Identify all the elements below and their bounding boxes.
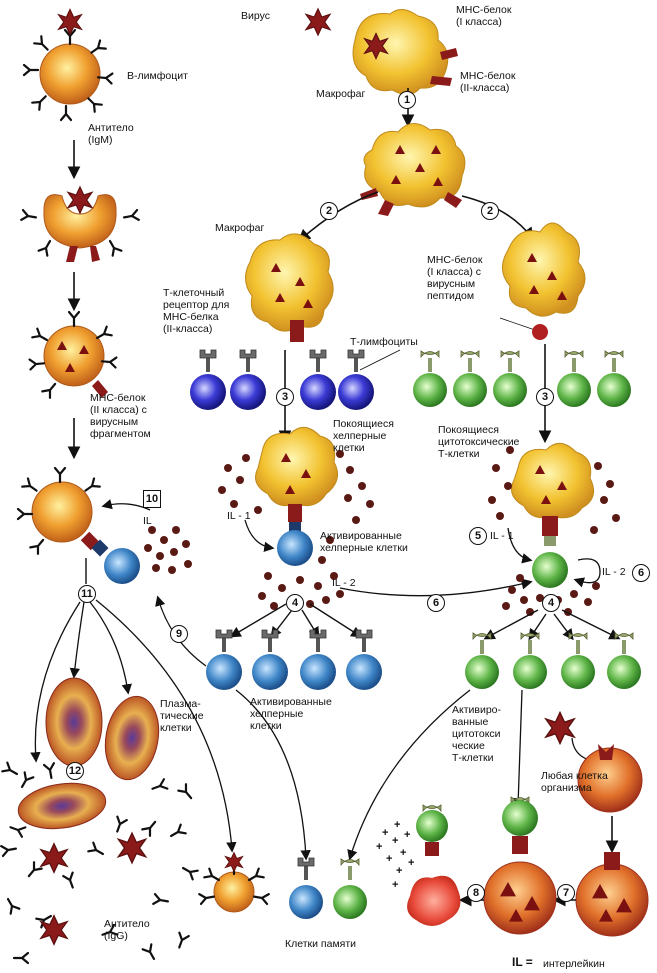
macrophage-top-label: Макрофаг [316,88,366,100]
resting-helper-cells [190,349,374,410]
antibody-igg-label: Антитело (IgG) [104,918,150,942]
mhc2-fragment-label: МНС-белок (II класса) с вирусным фрагмен… [90,392,151,440]
macrophage-left [245,233,334,332]
il2-cyto-label: IL - 2 [602,566,626,578]
interleukin-dots-helper [218,450,374,610]
il1-cyto-label: IL - 1 [490,530,514,542]
cytotoxic-attack [483,796,557,935]
step-3b-marker: 3 [536,388,554,406]
b-cell-presenting-mhc2 [28,310,118,399]
step-3a-marker: 3 [276,388,294,406]
lysed-cell: +++ +++ +++ + [376,804,461,926]
mhc1-peptide-label: МНС-белок (I класса) с вирусным пептидом [427,254,483,302]
mhc2-protein-top [430,76,452,86]
resting-cytotoxic-label: Покоящиеся цитотоксические Т-клетки [438,424,520,460]
step-2b-marker: 2 [481,202,499,220]
mhc1-top-label: МНС-белок (I класса) [456,4,512,28]
presenting-macrophage-helper [255,427,339,507]
svg-text:+: + [376,841,382,853]
step-4b-marker: 4 [542,594,560,612]
any-body-cell [577,744,643,813]
b-lymphocyte [22,28,114,122]
mhc2-top-label: МНС-белок (II-класса) [460,70,516,94]
step-7-marker: 7 [557,884,575,902]
step-10-marker: 10 [143,490,161,508]
virus-any-cell-icon [545,711,575,745]
mhc2-complex-left [290,320,304,342]
step-12-marker: 12 [66,762,84,780]
svg-text:+: + [408,857,414,869]
memory-b-cell [198,852,270,913]
activated-helper-label-2: Активированные хелперные клетки [250,696,332,732]
any-cell-label: Любая клетка организма [541,770,608,794]
antibody-igm-label: Антитело (IgM) [88,122,134,146]
step-2a-marker: 2 [320,202,338,220]
step-6a-marker: 6 [427,594,445,612]
svg-text:+: + [386,853,392,865]
step-4a-marker: 4 [286,594,304,612]
presenting-macrophage-cytotoxic [511,443,595,519]
free-virus-icon [305,8,331,36]
resting-cytotoxic-cells [413,350,631,407]
infected-cell-target [575,852,649,937]
infected-macrophage [363,123,466,208]
interleukin-dots-b [144,526,192,574]
b-cell-binding-virus [20,186,140,262]
b-cell-activation [16,466,140,584]
b-lymphocyte-label: В-лимфоцит [127,70,188,82]
activated-cytotoxic-cell [532,552,568,588]
macrophage-top [352,9,449,95]
virus-igg-1-icon [40,842,68,874]
t-lymphocytes-label: Т-лимфоциты [350,336,418,348]
plasma-cells-label: Плазма- тические клетки [160,698,204,734]
step-1-marker: 1 [398,91,416,109]
memory-t-cells [289,857,367,919]
virus-on-b-cell-icon [57,8,83,36]
il2-helper-label: IL - 2 [332,577,356,589]
memory-cells-label: Клетки памяти [285,938,357,950]
activated-cytotoxic-cells-row [465,632,641,689]
step-9-marker: 9 [170,625,188,643]
svg-text:+: + [400,847,406,859]
il-b-label: IL [143,515,152,527]
step-5-marker: 5 [469,527,487,545]
svg-text:+: + [382,827,388,839]
tcr-receptor-label: Т-клеточный рецептор для МНС-белка (II-к… [163,287,230,335]
plasma-cells [17,677,160,830]
virus-label: Вирус [241,10,270,22]
macrophage-left-label: Макрофаг [215,222,265,234]
step-8-marker: 8 [467,884,485,902]
il1-helper-label: IL - 1 [227,510,251,522]
activated-helper-cell [277,530,313,566]
mhc1-peptide-complex [532,324,548,340]
legend-il-label: IL = [512,955,533,969]
activated-helper-label-1: Активированные хелперные клетки [320,530,408,554]
activated-helper-cells-row [206,629,382,690]
resting-helper-label: Покоящиеся хелперные клетки [333,418,394,454]
step-6b-marker: 6 [632,564,650,582]
svg-text:+: + [392,879,398,891]
activated-cytotoxic-label: Активиро- ванные цитотокси ческие Т-клет… [452,704,502,764]
legend-il-meaning: интерлейкин [543,958,605,970]
svg-text:+: + [396,865,402,877]
svg-text:+: + [404,829,410,841]
virus-igg-2-icon [117,832,147,864]
svg-text:+: + [392,835,398,847]
step-11-marker: 11 [78,585,96,603]
macrophage-right [502,222,586,317]
mhc1-protein-top [440,48,458,60]
svg-text:+: + [394,819,400,831]
